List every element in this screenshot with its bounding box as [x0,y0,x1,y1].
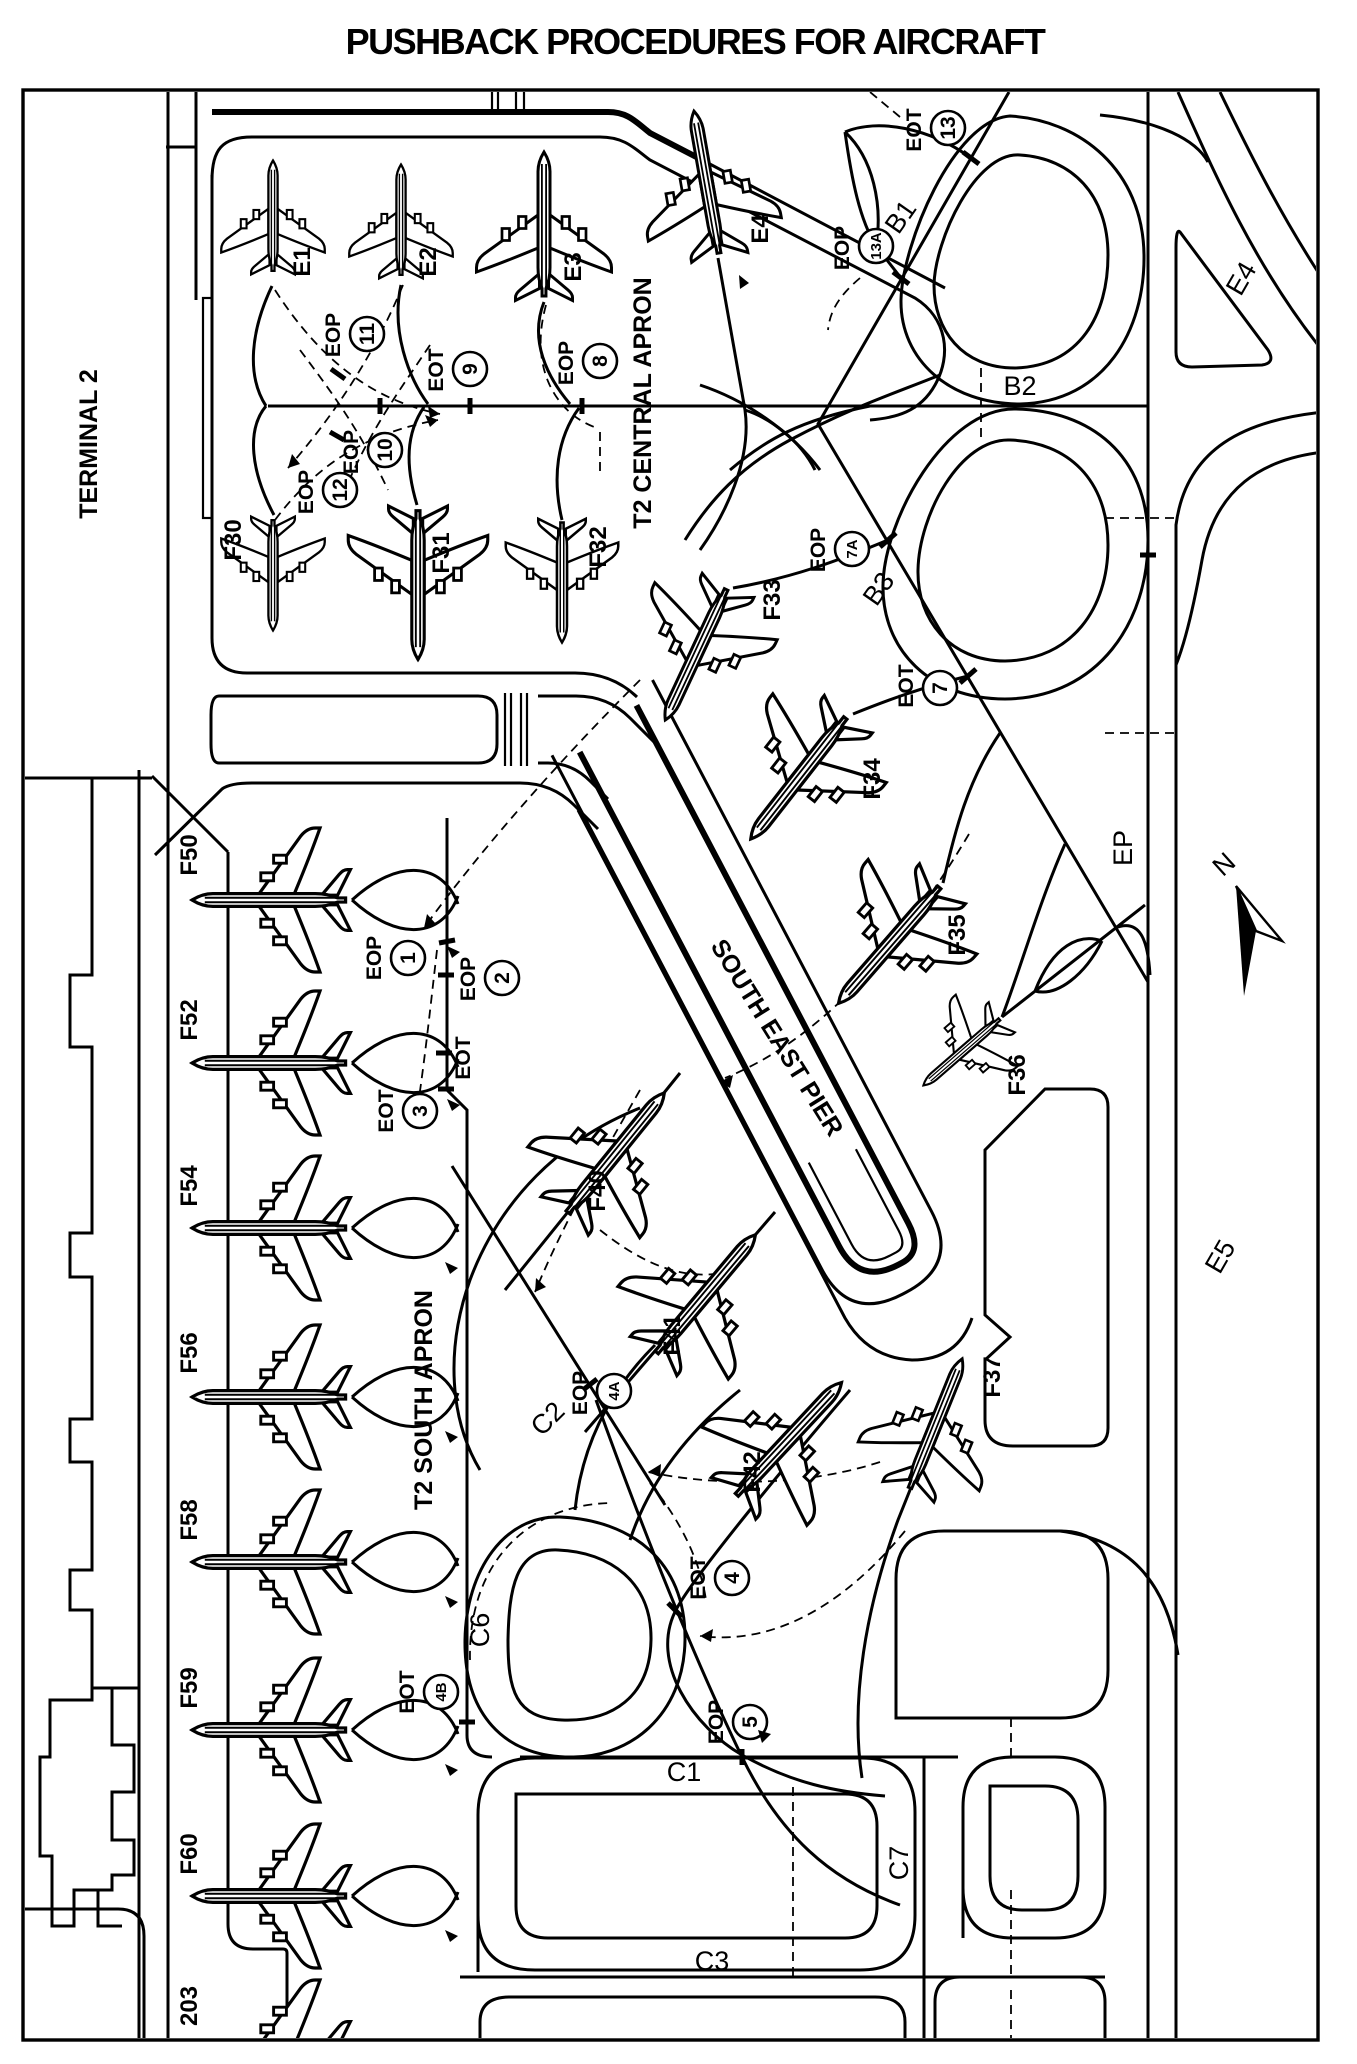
svg-text:2: 2 [491,972,514,984]
svg-text:TERMINAL 2: TERMINAL 2 [75,369,103,519]
svg-text:EOP: EOP [807,528,830,572]
svg-text:EOP: EOP [457,957,480,1001]
svg-text:F31: F31 [428,532,455,573]
svg-text:E4: E4 [747,214,774,244]
svg-text:5: 5 [739,1716,762,1728]
svg-text:C6: C6 [465,1613,495,1648]
svg-text:3: 3 [409,1105,432,1117]
svg-text:EOT: EOT [903,108,926,151]
svg-text:F42: F42 [739,1451,766,1492]
svg-text:4A: 4A [606,1381,623,1400]
svg-text:F40: F40 [584,1170,611,1211]
svg-text:F41: F41 [659,1314,686,1355]
svg-text:E2: E2 [415,247,442,276]
svg-text:B2: B2 [1003,371,1036,401]
svg-text:11: 11 [356,323,379,346]
svg-text:EOT: EOT [895,664,918,707]
svg-text:EOP: EOP [340,430,363,474]
svg-text:EOP: EOP [322,313,345,357]
svg-text:F33: F33 [759,579,786,620]
svg-text:F32: F32 [585,526,612,567]
svg-text:F36: F36 [1004,1054,1031,1095]
svg-text:F34: F34 [859,758,886,800]
svg-text:C3: C3 [695,1946,730,1976]
svg-text:T2 SOUTH APRON: T2 SOUTH APRON [410,1290,438,1510]
svg-text:13: 13 [937,116,960,139]
svg-text:C7: C7 [884,1846,914,1881]
svg-text:E1: E1 [289,247,316,276]
svg-text:EOT: EOT [375,1089,398,1132]
svg-text:EOT: EOT [425,348,448,391]
svg-text:EOP: EOP [705,1700,728,1744]
svg-text:PUSHBACK PROCEDURES FOR AIRCRA: PUSHBACK PROCEDURES FOR AIRCRAFT [346,21,1046,62]
svg-text:9: 9 [459,363,482,375]
svg-text:7A: 7A [844,539,861,558]
svg-text:10: 10 [374,438,397,461]
svg-text:7: 7 [929,682,952,694]
svg-text:F35: F35 [944,914,971,955]
svg-text:EOP: EOP [831,226,854,270]
svg-text:F60: F60 [176,1833,203,1874]
svg-text:EP: EP [1108,830,1138,866]
svg-text:F50: F50 [176,834,203,875]
svg-text:203: 203 [176,1986,203,2026]
svg-text:EOT: EOT [452,1036,475,1079]
svg-text:EOP: EOP [363,936,386,980]
svg-text:F52: F52 [176,999,203,1040]
svg-text:F56: F56 [176,1332,203,1373]
svg-text:4: 4 [721,1572,744,1584]
svg-text:F30: F30 [220,519,247,560]
svg-text:4B: 4B [433,1682,450,1701]
svg-text:13A: 13A [868,232,885,260]
svg-text:T2 CENTRAL APRON: T2 CENTRAL APRON [629,277,657,528]
svg-text:C1: C1 [667,1757,702,1787]
svg-text:F59: F59 [176,1667,203,1708]
svg-text:1: 1 [397,952,420,964]
svg-text:F37: F37 [979,1356,1006,1397]
svg-text:F54: F54 [176,1165,203,1207]
svg-text:EOP: EOP [569,1371,592,1415]
svg-text:E3: E3 [560,252,587,281]
svg-text:EOT: EOT [396,1670,419,1713]
svg-text:12: 12 [329,478,352,501]
svg-text:EOP: EOP [555,341,578,385]
svg-text:EOP: EOP [295,470,318,514]
svg-text:8: 8 [589,355,612,367]
svg-text:F58: F58 [176,1499,203,1540]
svg-text:EOT: EOT [687,1556,710,1599]
